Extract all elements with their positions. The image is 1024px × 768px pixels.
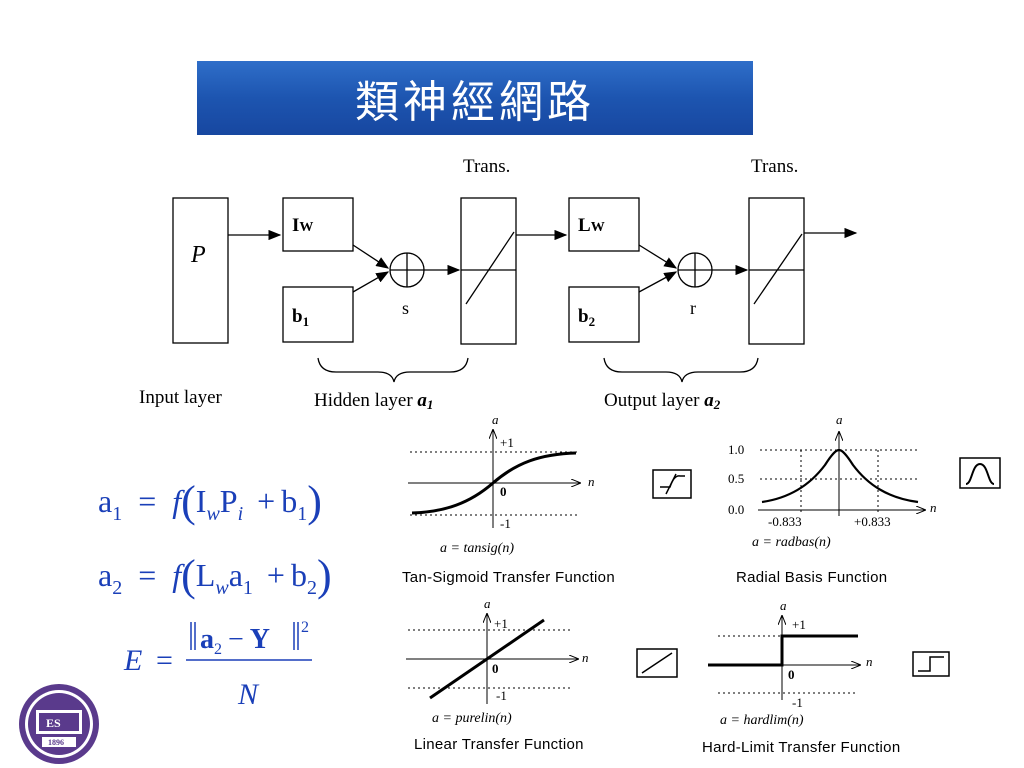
svg-text:-1: -1 (792, 695, 803, 710)
svg-text:a: a (780, 598, 787, 613)
output-layer-label: Output layer a2 (604, 390, 721, 412)
network-diagram: P IW b1 LW b2 s r Trans. Trans. Input la… (139, 156, 858, 412)
university-logo: ES 1896 (19, 684, 99, 764)
svg-text:LW: LW (578, 215, 605, 236)
tansig-plot: a +1 0 -1 n a = tansig(n) (408, 412, 692, 556)
output-trans-label: Trans. (751, 156, 798, 177)
svg-text:N: N (237, 678, 260, 711)
radbas-plot: a 1.0 0.5 0.0 -0.833 +0.833 n a = radbas… (728, 412, 1001, 550)
svg-text:0.0: 0.0 (728, 502, 744, 517)
svg-text:+1: +1 (500, 435, 514, 450)
svg-text:b1: b1 (292, 306, 309, 329)
page-title: 類神經網路 (355, 77, 595, 128)
output-bias-block (568, 286, 640, 343)
purelin-caption: Linear Transfer Function (414, 736, 584, 753)
tansig-formula: a = tansig(n) (440, 541, 514, 556)
svg-text:ES: ES (46, 716, 61, 730)
svg-text:a: a (492, 412, 499, 427)
svg-text:1.0: 1.0 (728, 442, 744, 457)
radbas-caption: Radial Basis Function (736, 569, 888, 586)
output-trans-block (748, 197, 805, 345)
equation-2: a2 = f(Lwa1 +b2) (98, 551, 332, 601)
hardlim-caption: Hard-Limit Transfer Function (702, 739, 901, 756)
hidden-trans-label: Trans. (463, 156, 510, 177)
input-layer-label: Input layer (139, 387, 223, 408)
svg-text:2: 2 (301, 619, 309, 636)
svg-text:-1: -1 (500, 516, 511, 531)
svg-text:+1: +1 (792, 617, 806, 632)
svg-text:=: = (156, 644, 173, 677)
svg-text:-1: -1 (496, 688, 507, 703)
svg-text:+1: +1 (494, 616, 508, 631)
svg-text:-0.833: -0.833 (768, 514, 802, 529)
radbas-formula: a = radbas(n) (752, 535, 831, 550)
equation-3: E = a2−Y 2 N (123, 619, 312, 711)
equations: a1 = f(IwPi +b1) a2 = f(Lwa1 +b2) E = a2… (98, 477, 332, 711)
svg-text:a2−Y: a2−Y (200, 624, 270, 658)
input-label-p: P (190, 242, 206, 268)
hardlim-plot: a +1 0 -1 n a = hardlim(n) (708, 598, 950, 728)
tansig-icon (652, 469, 692, 499)
purelin-formula: a = purelin(n) (432, 711, 512, 726)
svg-text:IW: IW (292, 215, 313, 236)
svg-text:0: 0 (500, 484, 507, 499)
title-bar: 類神經網路 (197, 61, 753, 135)
svg-text:n: n (866, 654, 873, 669)
svg-text:n: n (582, 650, 589, 665)
output-weight-block (568, 197, 640, 252)
purelin-plot: a +1 0 -1 n a = purelin(n) (406, 596, 678, 726)
output-sum-label: r (690, 298, 696, 318)
svg-text:b2: b2 (578, 306, 595, 329)
hidden-layer-label: Hidden layer a1 (314, 390, 433, 412)
svg-text:0: 0 (492, 661, 499, 676)
svg-text:a: a (484, 596, 491, 611)
svg-text:a: a (836, 412, 843, 427)
svg-text:+0.833: +0.833 (854, 514, 891, 529)
svg-text:0: 0 (788, 667, 795, 682)
equation-1: a1 = f(IwPi +b1) (98, 477, 322, 527)
hidden-weight-block (282, 197, 354, 252)
purelin-icon (636, 648, 678, 678)
input-block (172, 197, 229, 344)
svg-text:0.5: 0.5 (728, 471, 744, 486)
hidden-bias-block (282, 286, 354, 343)
hidden-sum-label: s (402, 298, 409, 318)
hardlim-icon (912, 651, 950, 677)
svg-text:n: n (930, 500, 937, 515)
svg-text:E: E (123, 644, 142, 677)
radbas-icon (959, 457, 1001, 489)
tansig-caption: Tan-Sigmoid Transfer Function (402, 569, 615, 586)
hardlim-formula: a = hardlim(n) (720, 713, 804, 728)
svg-text:n: n (588, 474, 595, 489)
svg-text:1896: 1896 (48, 738, 64, 747)
hidden-trans-block (460, 197, 517, 345)
